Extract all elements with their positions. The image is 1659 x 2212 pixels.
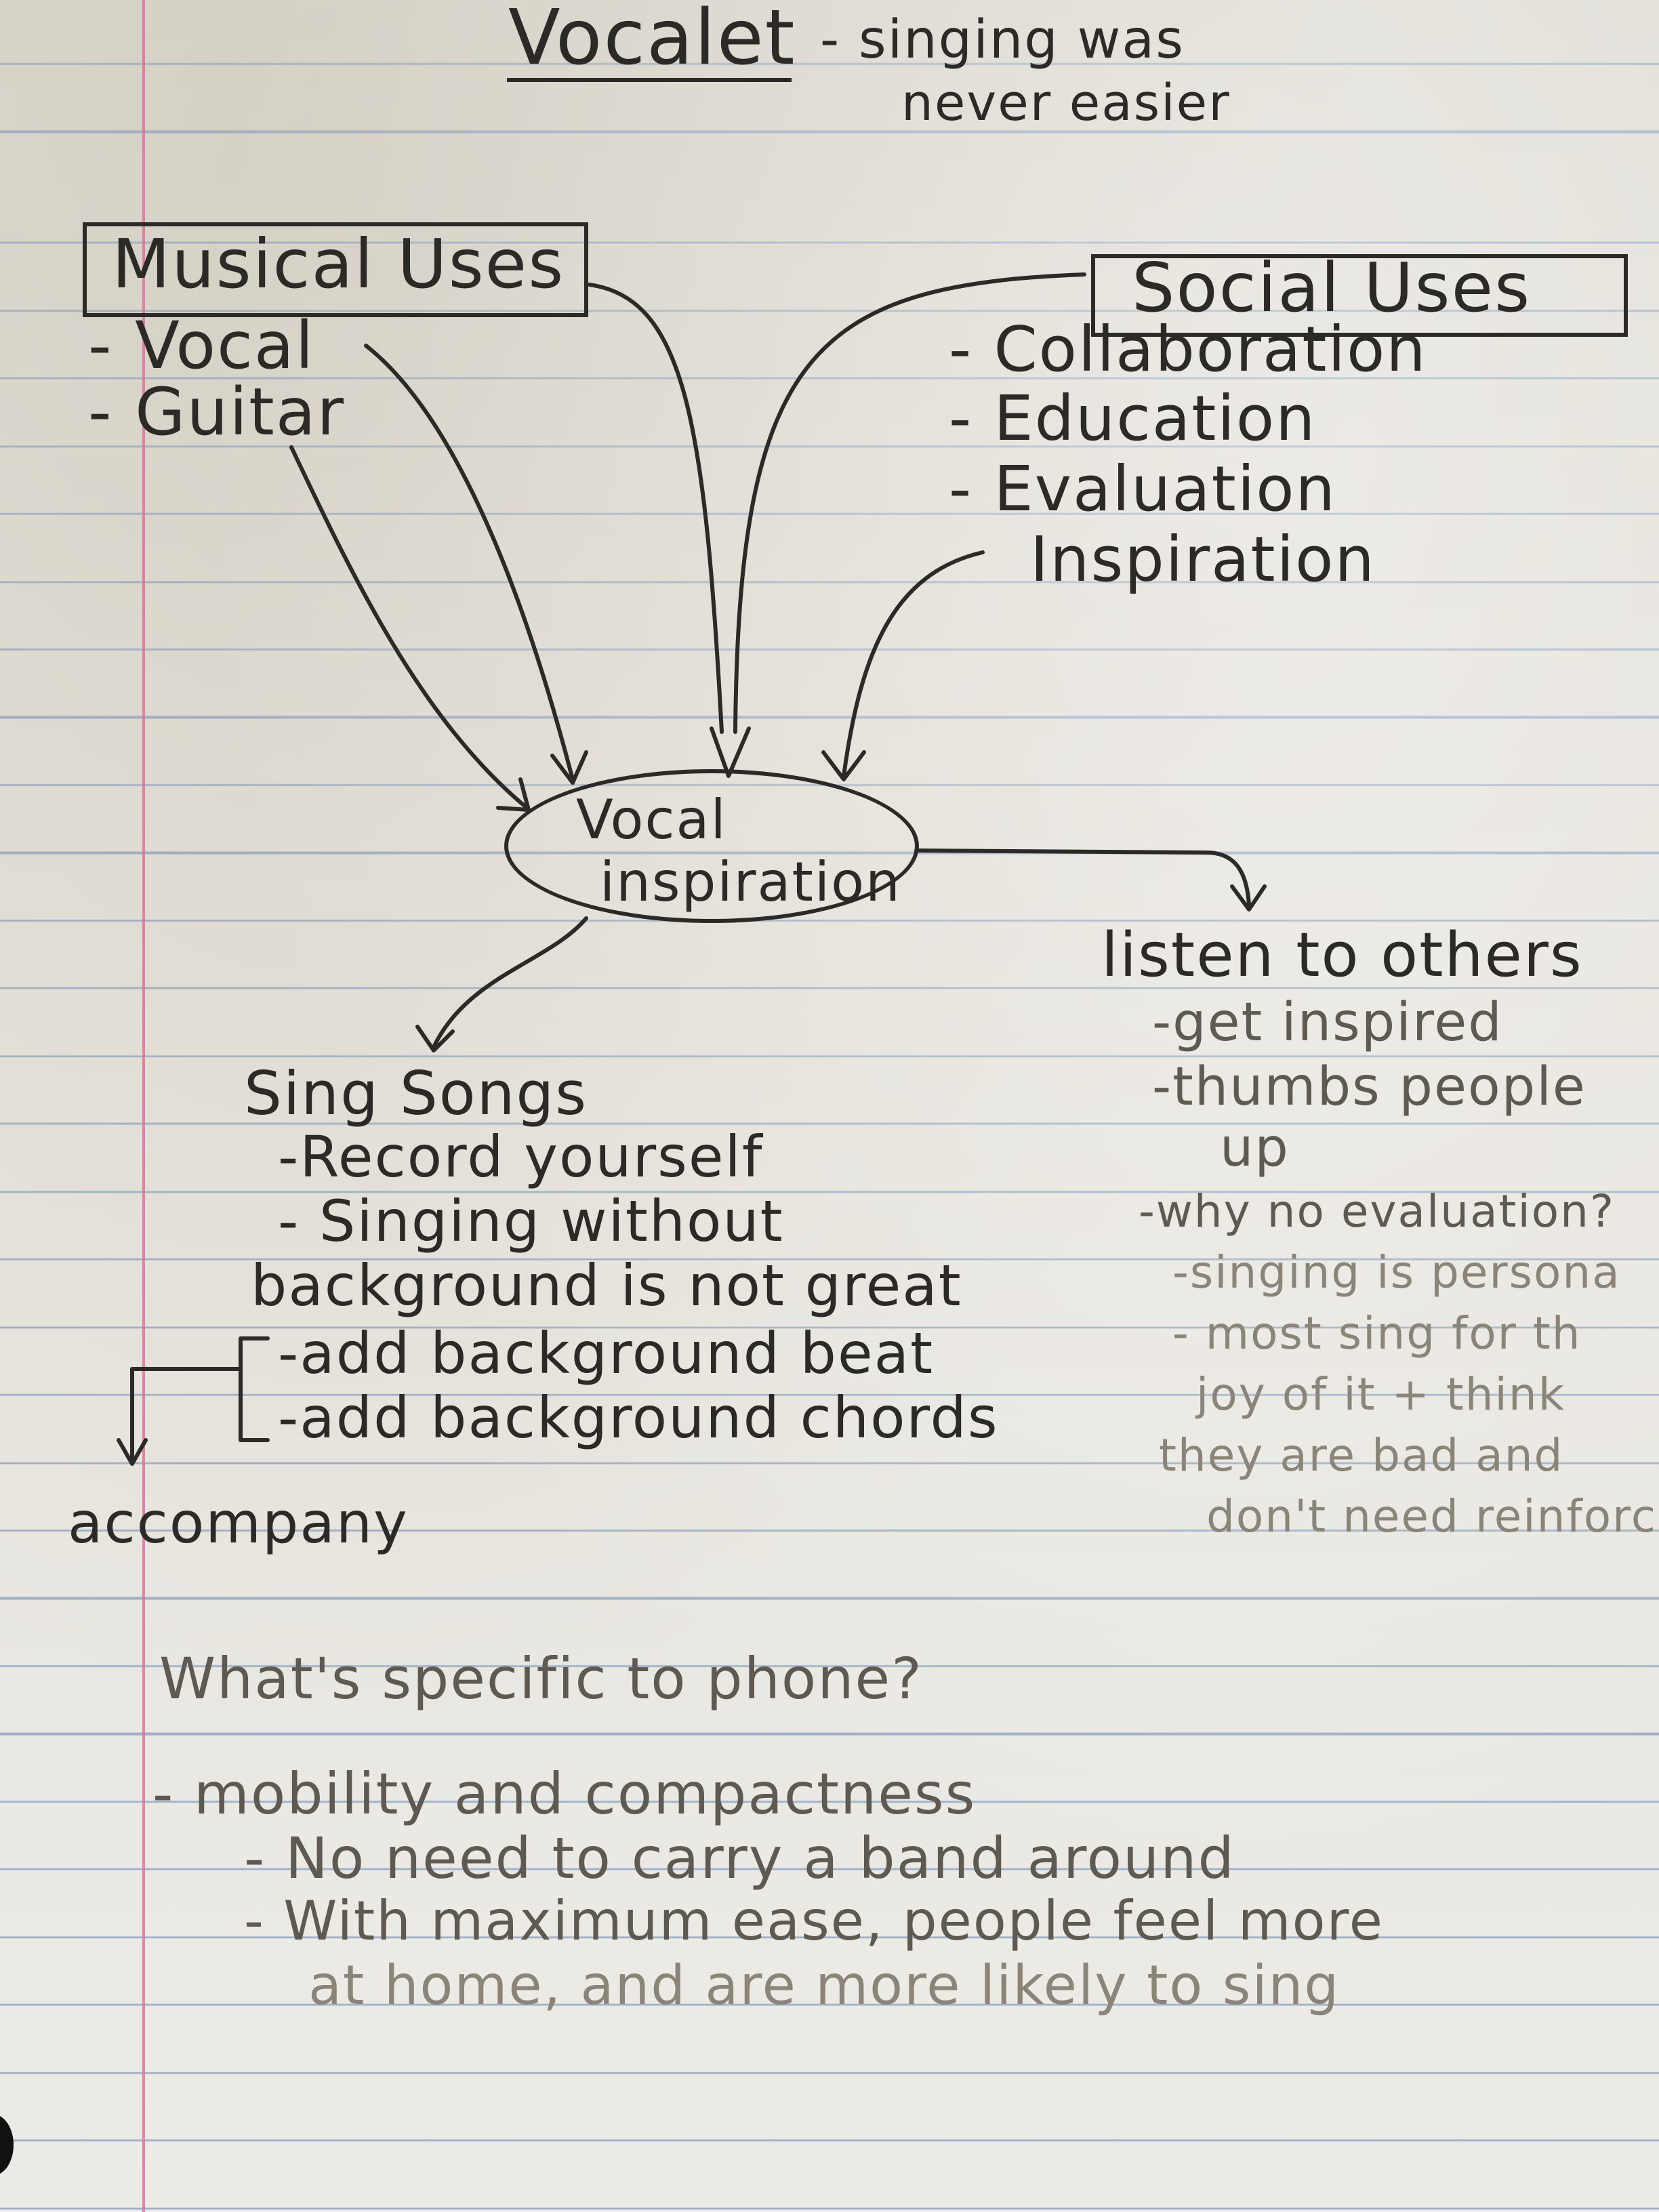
sing-branch-heading: Sing Songs (244, 1059, 588, 1128)
central-node-line-1: Vocal (576, 788, 727, 851)
title-dash-tagline: - singing was (820, 9, 1185, 70)
arrow-center-to-listen (914, 848, 1251, 907)
phone-question: What's specific to phone? (159, 1645, 923, 1712)
arrowhead (415, 1025, 455, 1052)
arrow-vocal-to-center (364, 344, 575, 781)
page-edge-shadow (0, 2114, 14, 2175)
listen-branch-heading: listen to others (1101, 920, 1583, 991)
musical-uses-heading: Musical Uses (112, 224, 565, 304)
arrow-musical-box-to-center (588, 283, 724, 734)
phone-subpoint: - No need to carry a band around (244, 1825, 1235, 1891)
social-uses-box (1091, 254, 1628, 337)
listen-branch-item: -why no evaluation? (1139, 1185, 1616, 1237)
social-uses-item: - Education (949, 382, 1317, 455)
musical-uses-item: - Vocal (88, 308, 315, 384)
social-uses-heading: Social Uses (1132, 248, 1532, 327)
listen-branch-subitem: - most sing for th (1172, 1307, 1582, 1359)
arrowhead (117, 1438, 148, 1466)
phone-subpoint: - With maximum ease, people feel more (244, 1889, 1384, 1952)
social-uses-item: - Evaluation (949, 453, 1336, 525)
sing-branch-item: - Singing without (278, 1188, 784, 1254)
arrow-social-box-to-center (733, 272, 1086, 734)
listen-branch-item: -get inspired (1152, 992, 1503, 1053)
bracket (239, 1336, 270, 1442)
accompany-label: accompany (68, 1490, 409, 1556)
arrowhead (1230, 884, 1267, 912)
musical-uses-box (83, 222, 588, 317)
sing-branch-subitem: -add background beat (278, 1320, 935, 1387)
page-title: Vocalet (508, 0, 796, 82)
arrow-inspiration-to-center (842, 550, 985, 778)
arrowhead (550, 750, 588, 785)
arrow-guitar-to-center (289, 445, 527, 808)
sing-branch-item: -Record yourself (278, 1124, 764, 1190)
arrowhead (821, 750, 866, 781)
tagline-line-2: never easier (901, 74, 1231, 132)
social-uses-item: - Collaboration (949, 313, 1427, 386)
sing-branch-item-continued: background is not great (251, 1252, 962, 1319)
listen-branch-subitem-continued: they are bad and (1159, 1429, 1564, 1481)
central-node-line-2: inspiration (600, 851, 901, 914)
listen-branch-subitem-continued: don't need reinforce (1206, 1490, 1659, 1542)
social-uses-item: Inspiration (1030, 523, 1376, 596)
bracket-to-accompany-line (130, 1367, 243, 1462)
sing-branch-subitem: -add background chords (278, 1385, 999, 1451)
musical-uses-item: - Guitar (88, 374, 345, 450)
arrowhead (710, 726, 751, 778)
central-oval (504, 769, 919, 923)
listen-branch-subitem: -singing is persona (1172, 1246, 1621, 1298)
arrowhead (496, 777, 531, 812)
arrow-center-to-sing (432, 916, 588, 1049)
margin-line (142, 0, 145, 2212)
listen-branch-item-continued: up (1220, 1118, 1290, 1179)
listen-branch-item: -thumbs people (1152, 1057, 1586, 1118)
listen-branch-subitem-continued: joy of it + think (1196, 1368, 1565, 1420)
title-underline (507, 78, 792, 82)
phone-point: - mobility and compactness (152, 1761, 977, 1827)
phone-subpoint-continued: at home, and are more likely to sing (308, 1954, 1340, 2017)
